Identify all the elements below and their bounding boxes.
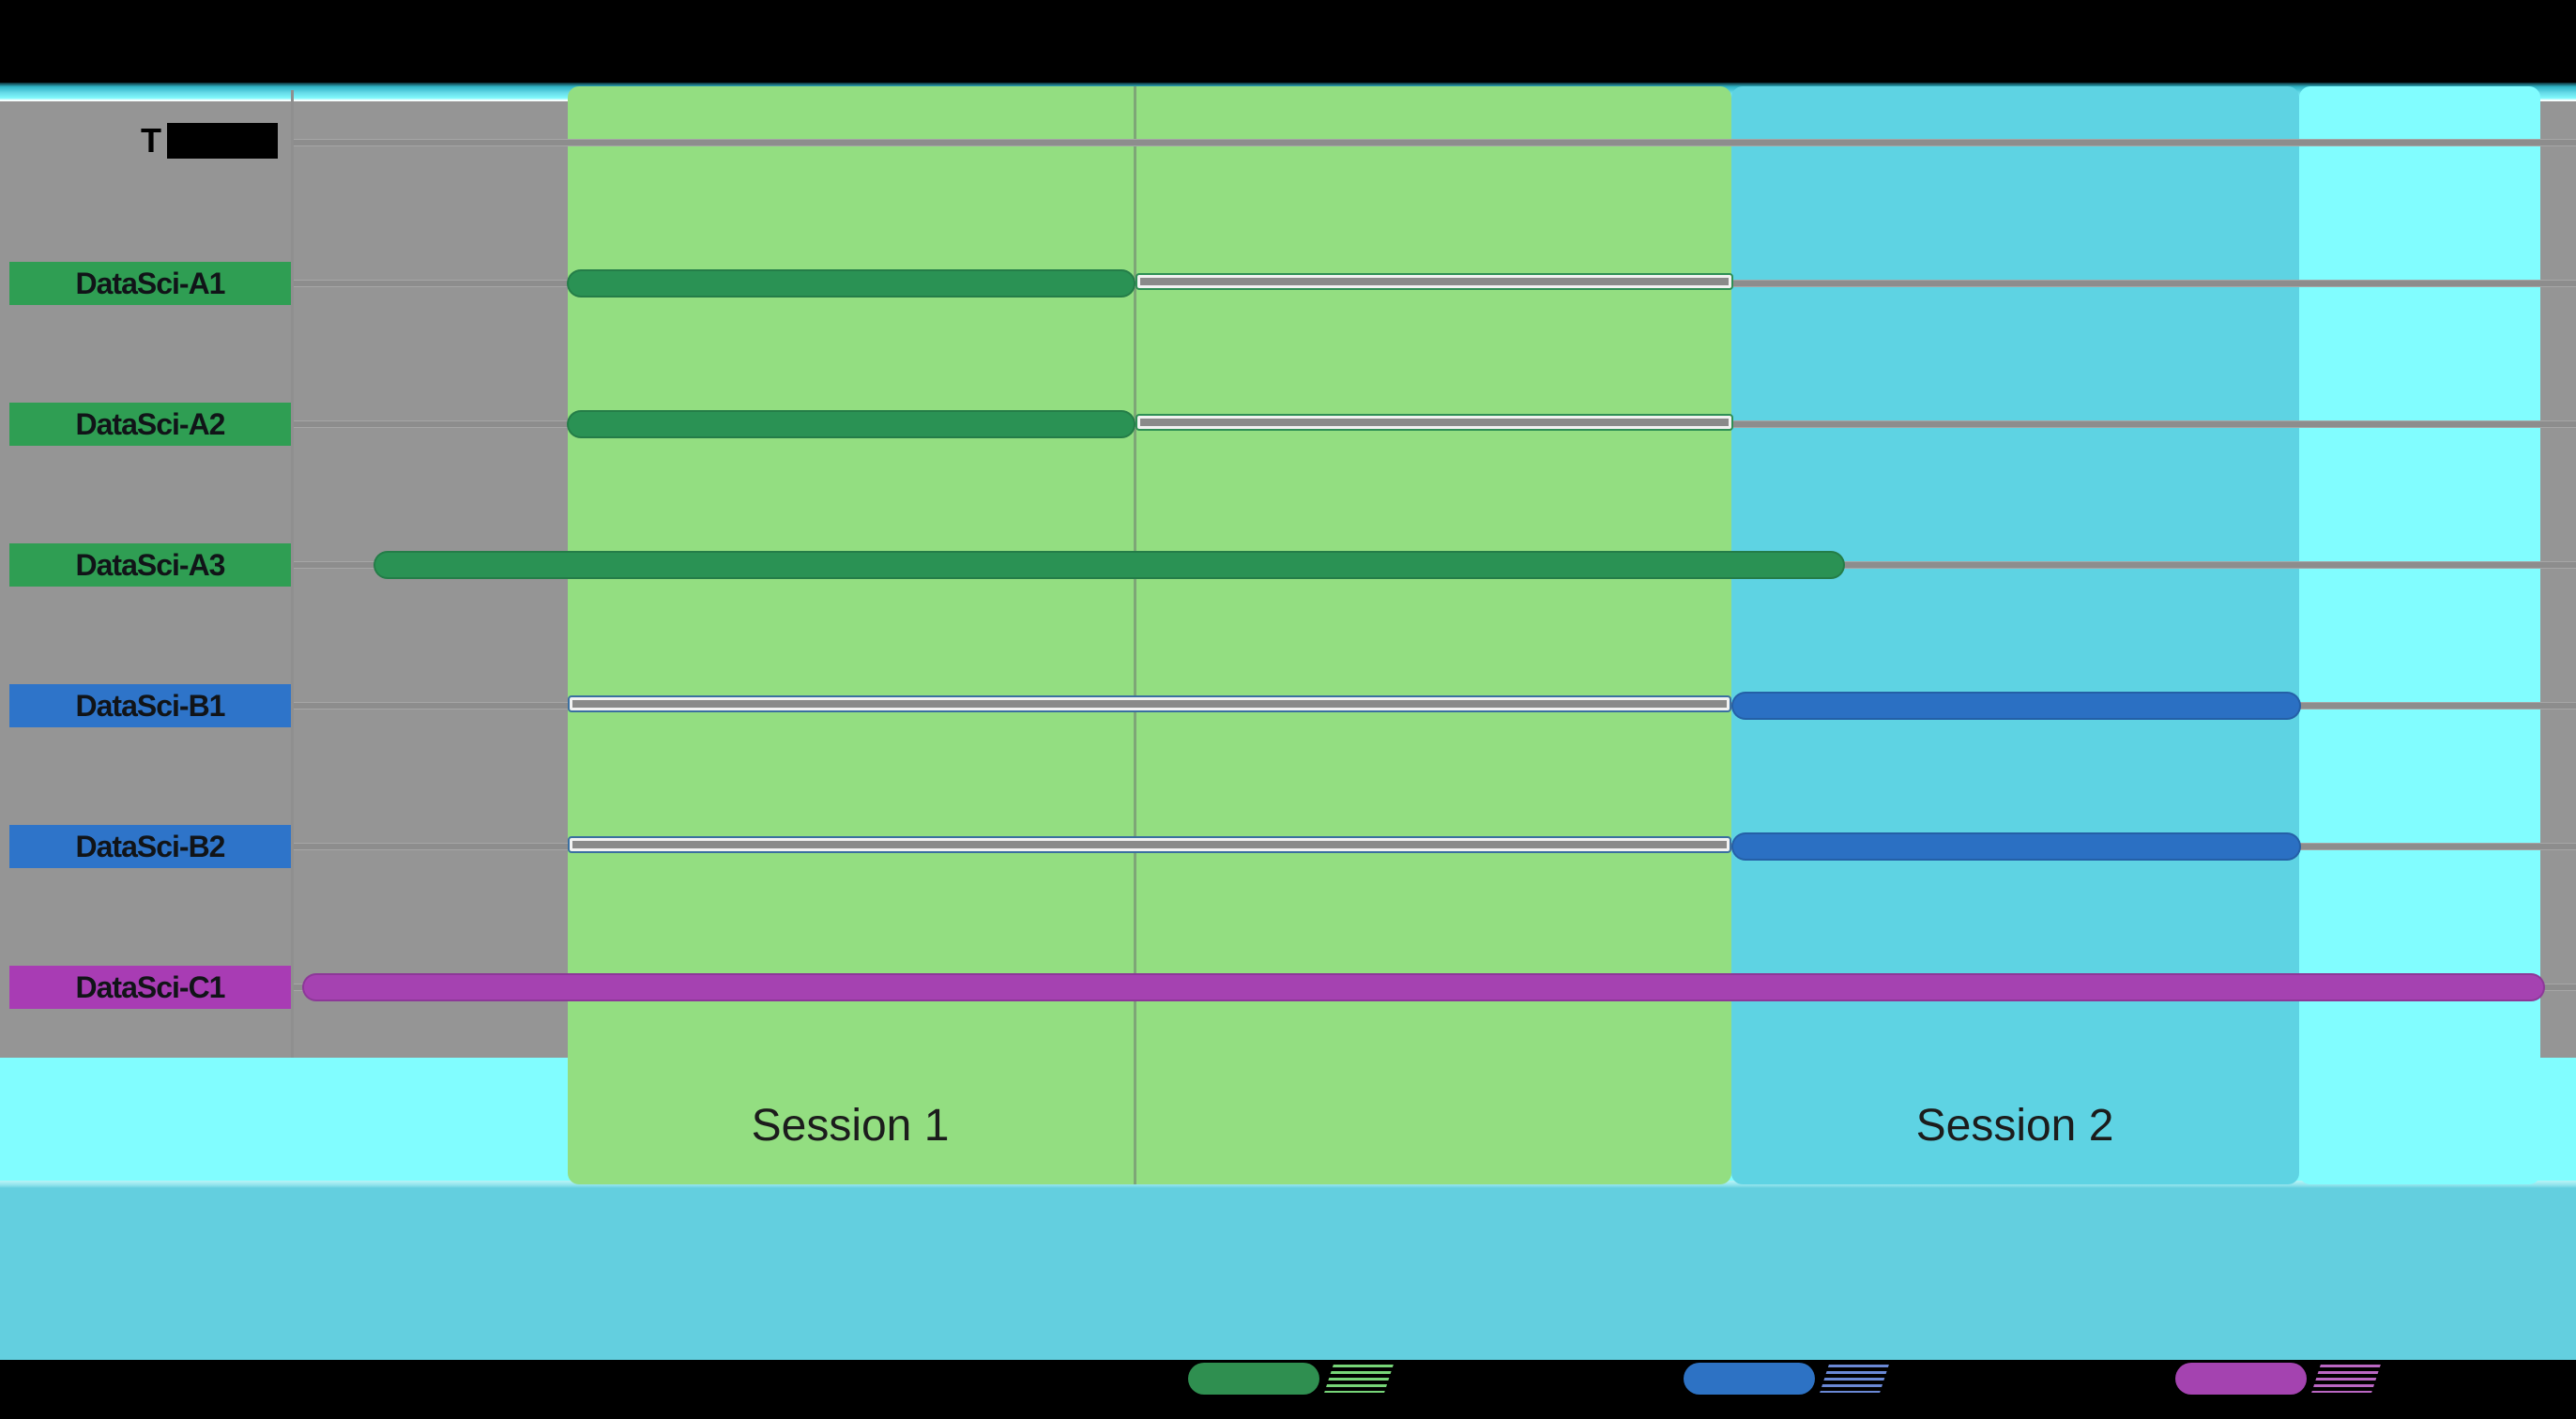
- task-bar-datasci-b1[interactable]: [1731, 692, 2301, 720]
- legend-label-streak-3: [2311, 1365, 2381, 1393]
- track-casing-row-3: [568, 695, 1731, 712]
- paper-bottom-fade: [0, 1181, 2576, 1188]
- redacted-top-row-label: T: [141, 121, 278, 160]
- row-badge-datasci-b2[interactable]: DataSci-B2: [9, 825, 291, 868]
- row-gridline-0: [291, 139, 2576, 146]
- vertical-gridline: [1134, 86, 1136, 1184]
- task-bar-datasci-a1[interactable]: [567, 269, 1136, 298]
- track-casing-row-1: [1136, 414, 1733, 431]
- session-caption-2: Session 2: [1915, 1101, 2114, 1151]
- redacted-label-visible-letter: T: [141, 121, 161, 160]
- track-casing-row-4: [568, 836, 1731, 853]
- row-badge-datasci-a3[interactable]: DataSci-A3: [9, 543, 291, 587]
- legend-swatch-2[interactable]: [1684, 1363, 1815, 1395]
- task-bar-datasci-a3[interactable]: [373, 551, 1845, 579]
- row-badge-datasci-b1[interactable]: DataSci-B1: [9, 684, 291, 727]
- track-casing-row-0: [1136, 273, 1733, 290]
- task-bar-datasci-a2[interactable]: [567, 410, 1136, 438]
- task-bar-datasci-c1[interactable]: [302, 973, 2545, 1001]
- session-band-1: [568, 86, 1731, 1184]
- task-bar-datasci-b2[interactable]: [1731, 832, 2301, 861]
- row-badge-datasci-a2[interactable]: DataSci-A2: [9, 403, 291, 446]
- legend-label-streak-1: [1324, 1365, 1394, 1393]
- legend-swatch-3[interactable]: [2175, 1363, 2307, 1395]
- redaction-box: [167, 123, 278, 159]
- session-caption-1: Session 1: [751, 1101, 950, 1151]
- session-band-2: [1731, 86, 2299, 1184]
- y-axis-line: [291, 90, 294, 1058]
- row-badge-datasci-c1[interactable]: DataSci-C1: [9, 966, 291, 1009]
- row-badge-datasci-a1[interactable]: DataSci-A1: [9, 262, 291, 305]
- session-band-3: [2299, 86, 2540, 1184]
- bottom-cyan-band: [0, 1188, 2576, 1360]
- legend-swatch-1[interactable]: [1188, 1363, 1319, 1395]
- legend-label-streak-2: [1820, 1365, 1889, 1393]
